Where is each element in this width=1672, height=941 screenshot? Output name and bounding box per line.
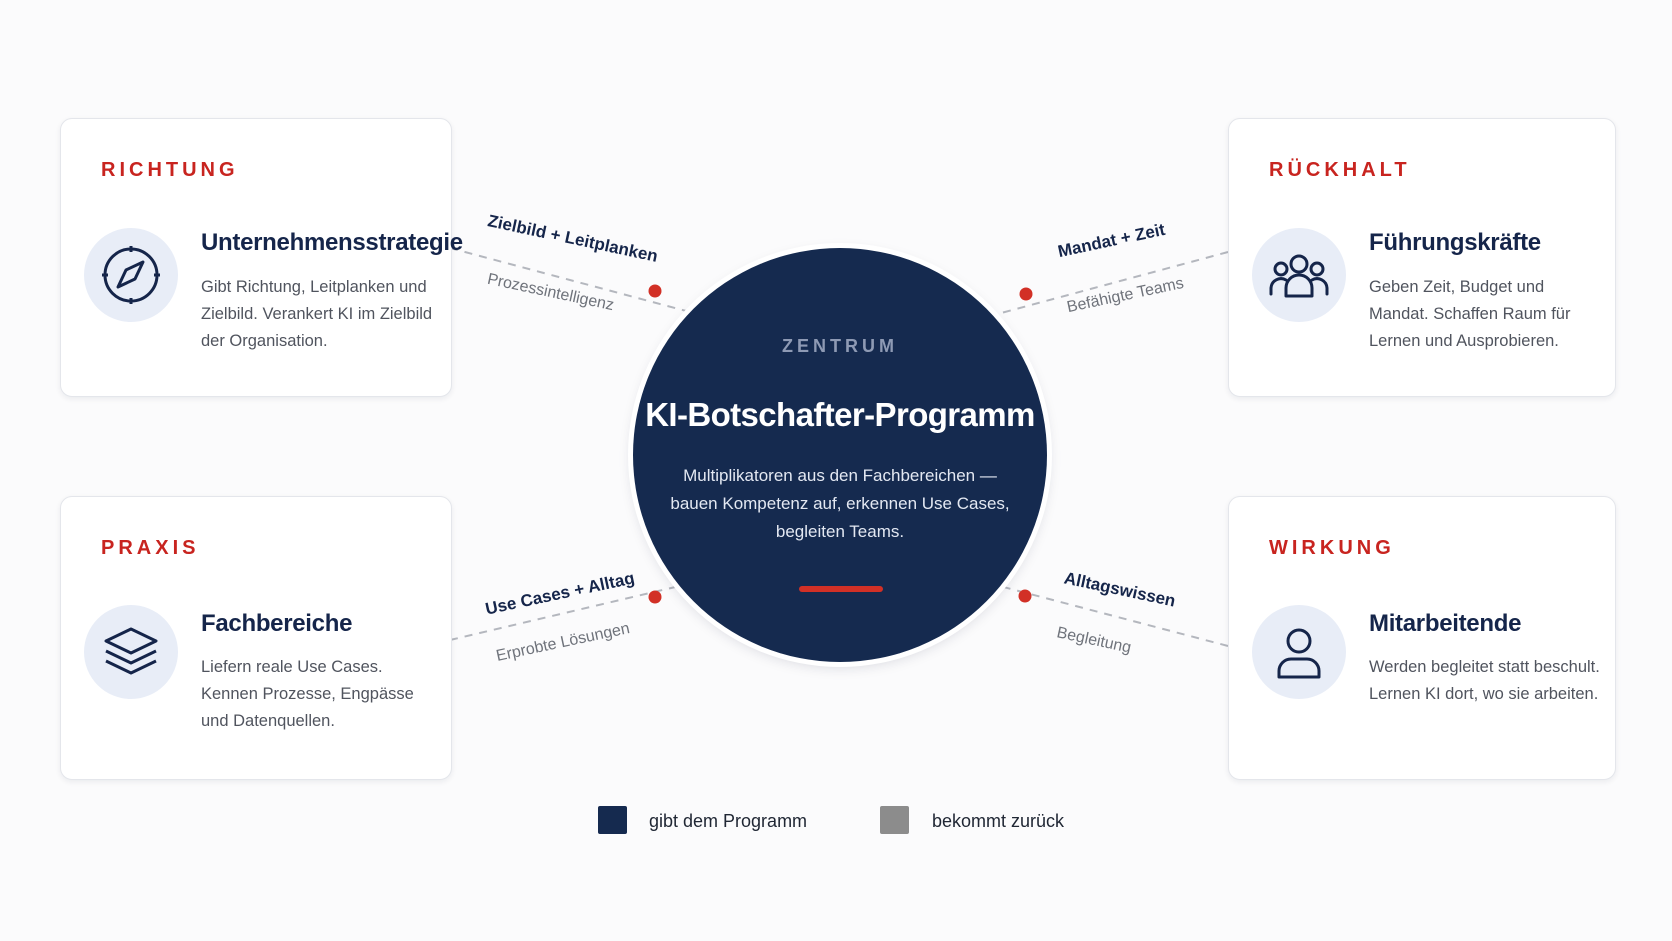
hub-description: Multiplikatoren aus den Fachbereichen — … bbox=[670, 466, 1010, 541]
hub-kicker: ZENTRUM bbox=[782, 336, 898, 356]
hub-title: KI-Botschafter-Programm bbox=[645, 396, 1035, 433]
card-praxis: PRAXIS Fachbereiche Liefern reale Use Ca… bbox=[60, 496, 452, 780]
card-richtung: RICHTUNG Unternehmensstrategie Gibt Rich… bbox=[60, 118, 463, 397]
card-kicker: WIRKUNG bbox=[1269, 537, 1395, 559]
connector-line-praxis bbox=[449, 583, 689, 641]
connector-dot-rueckhalt bbox=[1019, 287, 1033, 301]
card-wirkung: WIRKUNG Mitarbeitende Werden begleitet s… bbox=[1228, 496, 1616, 780]
legend-swatch-gives bbox=[598, 806, 627, 834]
card-rueckhalt: RÜCKHALT Führungskräfte Geben Zeit, Budg… bbox=[1228, 118, 1616, 397]
card-kicker: RICHTUNG bbox=[101, 159, 239, 181]
card-description: Gibt Richtung, Leitplanken und Zielbild.… bbox=[201, 278, 433, 350]
connector-line-richtung bbox=[449, 247, 691, 313]
card-description: Liefern reale Use Cases. Kennen Prozesse… bbox=[201, 658, 414, 730]
hub-accent-bar bbox=[799, 586, 883, 592]
card-title: Unternehmensstrategie bbox=[201, 229, 463, 256]
connector-line-wirkung bbox=[991, 583, 1229, 647]
card-title: Fachbereiche bbox=[201, 610, 353, 637]
connector-dot-richtung bbox=[648, 284, 662, 298]
connector-dot-wirkung bbox=[1018, 589, 1032, 603]
layers-icon bbox=[84, 605, 178, 699]
legend-label-gets: bekommt zurück bbox=[932, 811, 1065, 831]
connector-line-rueckhalt bbox=[989, 251, 1229, 317]
central-hub: ZENTRUM KI-Botschafter-Programm Multipli… bbox=[633, 248, 1047, 662]
card-title: Mitarbeitende bbox=[1369, 610, 1522, 637]
compass-icon bbox=[84, 228, 178, 322]
group-icon bbox=[1252, 228, 1346, 322]
user-icon bbox=[1252, 605, 1346, 699]
card-description: Geben Zeit, Budget und Mandat. Schaffen … bbox=[1369, 278, 1571, 350]
card-title: Führungskräfte bbox=[1369, 229, 1541, 256]
legend-label-gives: gibt dem Programm bbox=[649, 811, 808, 831]
card-description: Werden begleitet statt beschult. Lernen … bbox=[1369, 658, 1600, 703]
connector-dot-praxis bbox=[648, 590, 662, 604]
card-kicker: RÜCKHALT bbox=[1269, 159, 1411, 181]
card-kicker: PRAXIS bbox=[101, 537, 200, 559]
legend-swatch-gets bbox=[880, 806, 909, 834]
